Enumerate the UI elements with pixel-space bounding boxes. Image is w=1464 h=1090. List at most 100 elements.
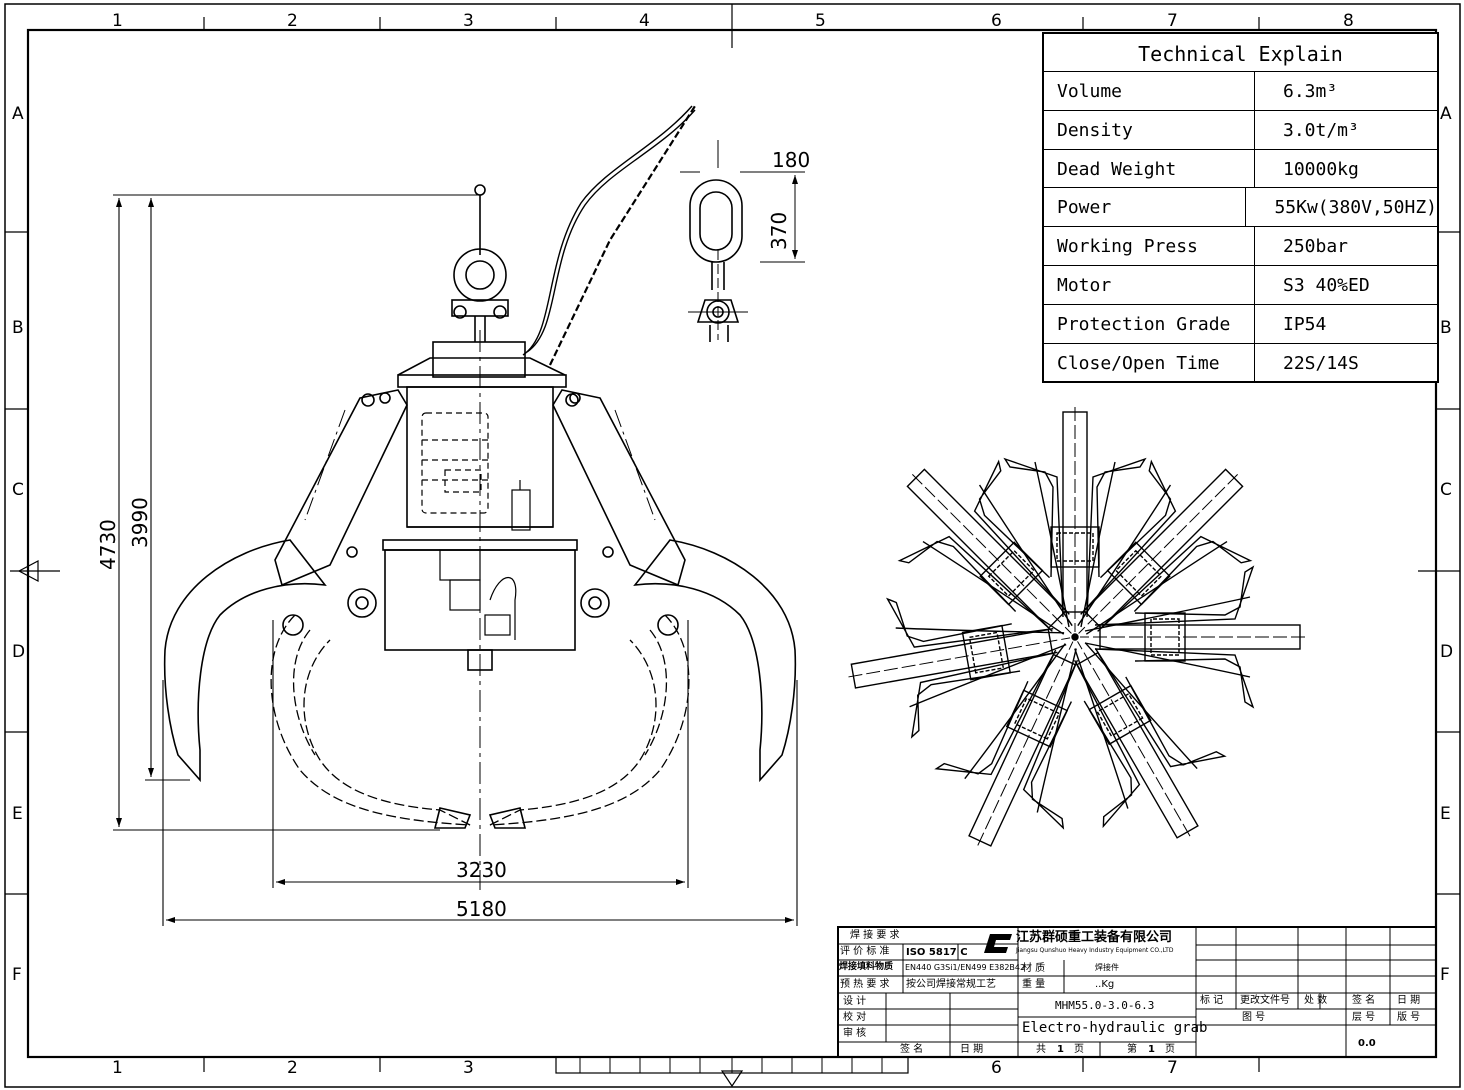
spec-value: 250bar — [1283, 236, 1349, 258]
dim-hook-height: 3990 — [128, 497, 152, 548]
tb-total-pages: 1 — [1057, 1044, 1064, 1055]
row-label-d-right: D — [1440, 642, 1454, 662]
col-label-8: 8 — [1343, 11, 1354, 31]
chain-link-detail — [680, 140, 805, 342]
col-label-7-bottom: 7 — [1167, 1058, 1178, 1078]
technical-spec-table: Technical Explain Volume 6.3m³ Density 3.0… — [1042, 32, 1439, 384]
col-label-1: 1 — [112, 11, 123, 31]
tb-eval-std-val: ISO 5817 C — [906, 947, 968, 958]
tb-rev-file: 更改文件号 — [1240, 995, 1290, 1006]
company-logo — [984, 934, 1012, 953]
tb-version-val: 0.0 — [1358, 1038, 1376, 1049]
tb-drawing-no: 图 号 — [1242, 1012, 1266, 1023]
dim-open-span: 5180 — [456, 897, 507, 921]
tb-weight-val: ..Kg — [1095, 979, 1115, 990]
spec-label: Volume — [1044, 72, 1255, 110]
title-block-frame — [837, 926, 1437, 1058]
spec-row: Density 3.0t/m³ — [1044, 110, 1437, 150]
tb-date: 日 期 — [960, 1044, 984, 1055]
spec-value: 55Kw(380V,50HZ) — [1274, 197, 1437, 219]
tb-rev-mark: 标 记 — [1200, 995, 1224, 1006]
dim-chain-height: 370 — [767, 211, 791, 250]
spec-value: IP54 — [1283, 313, 1327, 335]
row-label-f: F — [12, 965, 22, 985]
tb-version-no: 版 号 — [1397, 1012, 1421, 1023]
spec-row: Working Press 250bar — [1044, 227, 1437, 266]
row-label-a-right: A — [1440, 104, 1452, 124]
col-label-1-bottom: 1 — [112, 1058, 123, 1078]
spec-label: Power — [1044, 188, 1247, 227]
col-label-4: 4 — [639, 11, 650, 31]
spec-row: Volume 6.3m³ — [1044, 72, 1437, 111]
tb-total-label: 共 — [1036, 1044, 1046, 1055]
row-label-b-right: B — [1440, 318, 1452, 338]
drawing-frame — [4, 3, 1461, 1088]
tb-weld-mat: 焊接填料物质 — [839, 962, 894, 972]
spec-label: Dead Weight — [1044, 149, 1255, 188]
tb-eval-std: 评 价 标 准 — [840, 946, 890, 957]
grab-top-view — [835, 407, 1306, 876]
col-label-7: 7 — [1167, 11, 1178, 31]
tb-review: 审 核 — [843, 1028, 867, 1039]
tb-layer-no: 层 号 — [1352, 1012, 1376, 1023]
spec-row: Power 55Kw(380V,50HZ) — [1044, 188, 1437, 228]
tb-sign: 签 名 — [900, 1044, 924, 1055]
row-label-f-right: F — [1440, 965, 1450, 985]
spec-label: Motor — [1044, 265, 1255, 304]
spec-row: Protection Grade IP54 — [1044, 304, 1437, 344]
tb-design: 设 计 — [843, 996, 867, 1007]
tb-weld-mat-val: EN440 G3Si1/EN499 E382B42 — [905, 963, 1026, 972]
tb-material: 材 质 — [1022, 963, 1046, 974]
spec-value: 6.3m³ — [1283, 81, 1338, 102]
tb-page-unit2: 页 — [1165, 1044, 1175, 1055]
spec-label: Protection Grade — [1044, 304, 1255, 343]
row-label-e-right: E — [1440, 804, 1451, 824]
col-label-6: 6 — [991, 11, 1002, 31]
spec-row: Dead Weight 10000kg — [1044, 149, 1437, 189]
row-label-c-right: C — [1440, 480, 1452, 500]
tb-rev-date: 日 期 — [1397, 995, 1421, 1006]
col-label-2: 2 — [287, 11, 298, 31]
tb-page-unit: 页 — [1074, 1044, 1084, 1055]
spec-label: Working Press — [1044, 227, 1255, 265]
spec-label: Close/Open Time — [1044, 343, 1255, 382]
spec-value: 22S/14S — [1283, 352, 1359, 374]
spec-row: Motor S3 40%ED — [1044, 265, 1437, 305]
tb-page-label: 第 — [1127, 1044, 1137, 1055]
dim-chain-width: 180 — [772, 148, 811, 172]
tb-company-cn: 江苏群硕重工装备有限公司 — [1016, 930, 1173, 945]
tb-page-num: 1 — [1148, 1044, 1155, 1055]
dim-total-height: 4730 — [96, 519, 120, 570]
tb-preheat: 预 热 要 求 — [840, 979, 890, 990]
col-label-3: 3 — [463, 11, 474, 31]
spec-value: 3.0t/m³ — [1283, 119, 1359, 141]
tb-company-en: Jiangsu Qunshuo Heavy Industry Equipment… — [1016, 947, 1174, 954]
tb-material-val: 焊接件 — [1095, 963, 1119, 972]
dim-closed-span: 3230 — [456, 858, 507, 882]
tb-model: MHM55.0-3.0-6.3 — [1055, 999, 1155, 1012]
spec-title: Technical Explain — [1044, 34, 1437, 72]
col-label-5: 5 — [815, 11, 826, 31]
tb-rev-count: 处 数 — [1304, 995, 1328, 1006]
row-label-a: A — [12, 104, 24, 124]
tb-preheat-val: 按公司焊接常规工艺 — [906, 979, 996, 990]
tb-check: 校 对 — [843, 1012, 867, 1023]
row-label-e: E — [12, 804, 23, 824]
spec-label: Density — [1044, 110, 1255, 149]
tb-weight: 重 量 — [1022, 979, 1046, 990]
row-label-c: C — [12, 480, 24, 500]
tb-rev-sign: 签 名 — [1352, 995, 1376, 1006]
dimension-lines — [113, 194, 798, 926]
spec-row: Close/Open Time 22S/14S — [1044, 343, 1437, 382]
col-label-6-bottom: 6 — [991, 1058, 1002, 1078]
spec-value: 10000kg — [1283, 158, 1359, 180]
tb-weld-req: 焊 接 要 求 — [850, 930, 900, 941]
row-label-b: B — [12, 318, 24, 338]
spec-value: S3 40%ED — [1283, 274, 1370, 296]
col-label-2-bottom: 2 — [287, 1058, 298, 1078]
row-label-d: D — [12, 642, 26, 662]
col-label-3-bottom: 3 — [463, 1058, 474, 1078]
grab-front-view — [163, 105, 797, 890]
tb-name: Electro-hydraulic grab — [1022, 1020, 1208, 1036]
